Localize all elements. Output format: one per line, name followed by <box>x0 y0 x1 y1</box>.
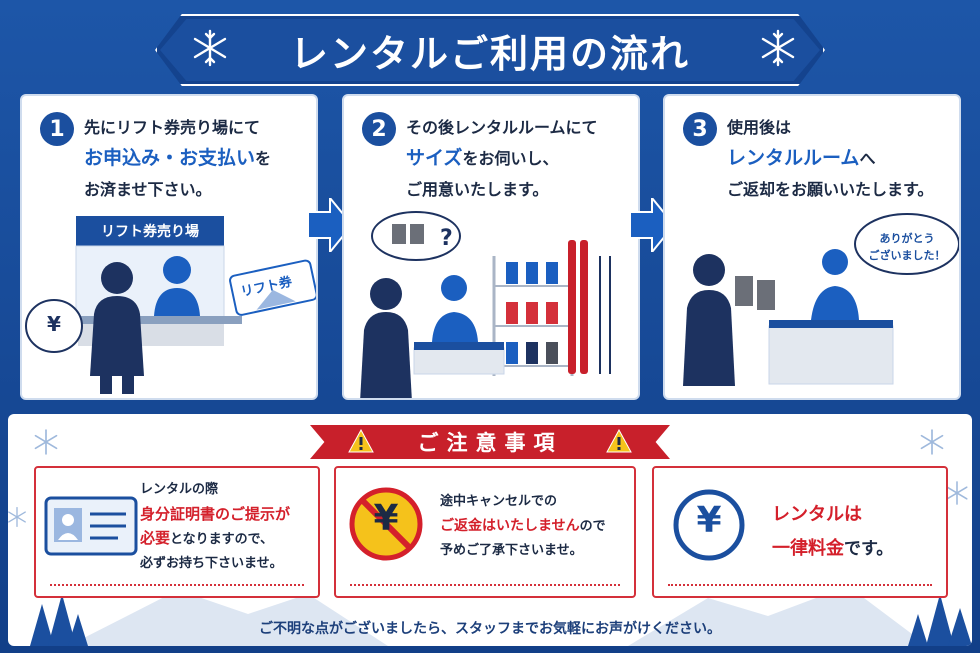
no-refund-icon <box>349 487 423 561</box>
notice-card-cancel: ¥ 途中キャンセルでの ご返金はいたしませんので 予めご了承下さいませ。 <box>334 466 636 598</box>
step-description: その後レンタルルームにて サイズをお伺いし、 ご用意いたします。 <box>406 118 598 199</box>
notice-card-text: レンタルは 一律料金です。 <box>772 504 894 559</box>
thanks-bubble-text: ありがとう ございました！ <box>868 232 946 262</box>
snowflake-icon <box>34 429 58 455</box>
snowflake-icon <box>761 29 795 67</box>
yen-bubble-symbol: ¥ <box>47 312 61 336</box>
footer-note: ご不明な点がございましたら、スタッフまでお気軽にお声がけください。 <box>259 621 721 637</box>
notice-card-id: レンタルの際 身分証明書のご提示が 必要となりますので、 必ずお持ち下さいませ。 <box>34 466 320 598</box>
arrow-right-icon <box>308 198 352 252</box>
notice-title: ご注意事項 <box>417 431 563 455</box>
snowflake-icon <box>920 429 944 455</box>
divider <box>668 584 932 586</box>
step-number: 3 <box>683 112 717 146</box>
step-panel-3: 3 使用後は レンタルルームへ ご返却をお願いいたします。 ありがとう ございま… <box>663 94 961 400</box>
notice-card-text: 途中キャンセルでの ご返金はいたしませんので 予めご了承下さいませ。 <box>440 494 606 558</box>
divider <box>50 584 304 586</box>
notice-banner <box>310 425 670 459</box>
warning-icon <box>348 429 374 453</box>
notice-card-price: ¥ レンタルは 一律料金です。 <box>652 466 948 598</box>
page-title: レンタルご利用の流れ <box>289 31 690 76</box>
yen-coin-icon <box>673 489 745 561</box>
step-number: 1 <box>40 112 74 146</box>
question-bubble-symbol: ? <box>440 226 453 251</box>
title-banner-inner <box>160 19 820 81</box>
snowflake-icon <box>193 29 227 67</box>
step-panel-2: 2 その後レンタルルームにて サイズをお伺いし、 ご用意いたします。 ? <box>342 94 640 400</box>
id-card-icon <box>44 496 138 556</box>
yen-coin-symbol: ¥ <box>696 500 722 541</box>
ticket-counter-illustration <box>25 216 316 394</box>
step-number: 2 <box>362 112 396 146</box>
snowflake-icon <box>946 481 968 505</box>
notice-card-text: レンタルの際 身分証明書のご提示が 必要となりますので、 必ずお持ち下さいませ。 <box>140 482 291 571</box>
snowflake-icon <box>8 506 26 528</box>
return-illustration <box>683 213 959 386</box>
step-panel-1: 1 先にリフト券売り場にて お申込み・お支払いを お済ませ下さい。 リフト券売り… <box>20 94 318 400</box>
no-refund-yen-symbol: ¥ <box>373 498 399 539</box>
counter-sign-label: リフト券売り場 <box>101 224 199 240</box>
divider <box>350 584 620 586</box>
mountain-background <box>30 586 972 646</box>
step-description: 使用後は レンタルルームへ ご返却をお願いいたします。 <box>727 118 934 199</box>
step-description: 先にリフト券売り場にて お申込み・お支払いを お済ませ下さい。 <box>84 118 272 199</box>
warning-icon <box>606 429 632 453</box>
rental-room-illustration <box>360 211 611 398</box>
